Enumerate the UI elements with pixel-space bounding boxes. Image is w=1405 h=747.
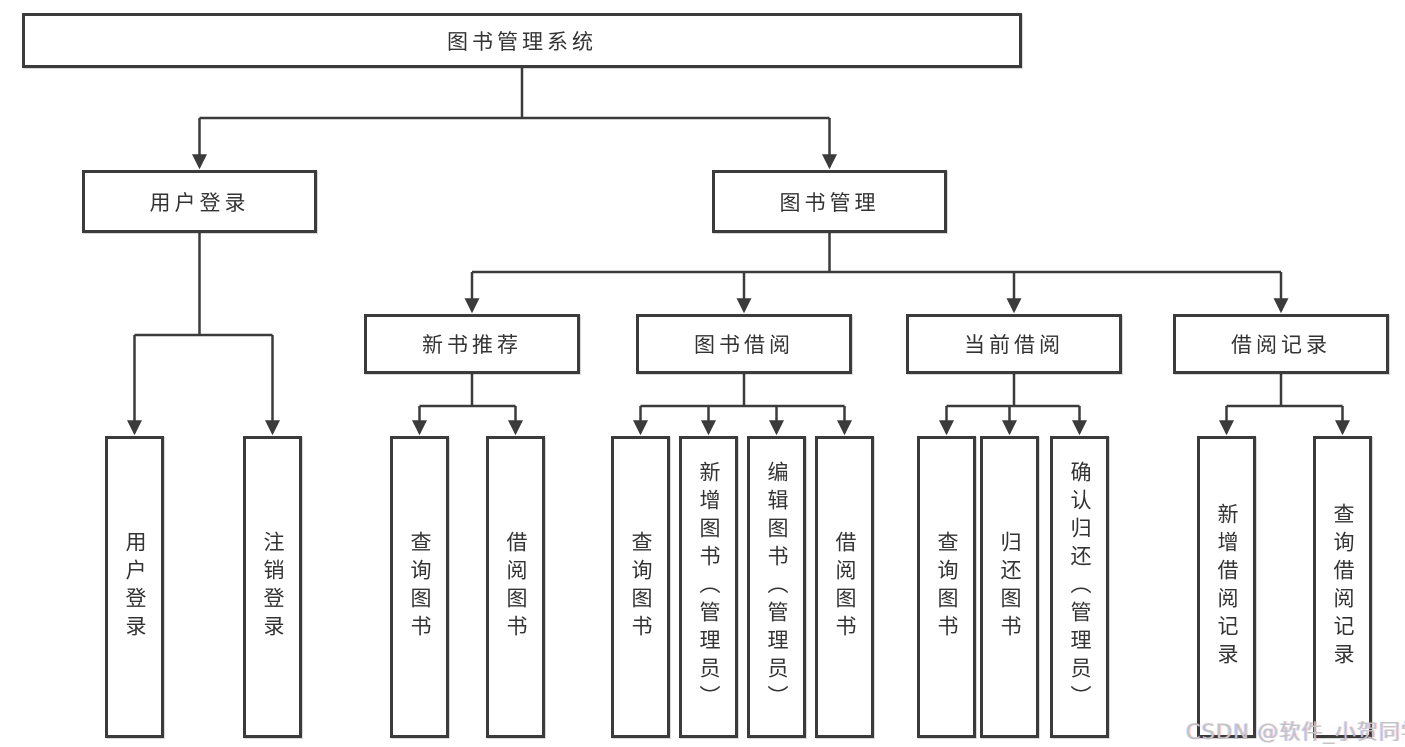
node-book-borrow-label: 图书借阅 <box>694 333 794 357</box>
rail-borrow-records <box>1226 374 1343 408</box>
leaf-user-login: 用户登录 <box>105 436 164 738</box>
rail-book-mgmt <box>472 233 1281 274</box>
rail-current-borrow <box>946 374 1080 408</box>
leaf-borrow-edit-books-admin: 编辑图书（管理员） <box>747 436 806 738</box>
node-root-label: 图书管理系统 <box>447 29 597 54</box>
node-borrow-records: 借阅记录 <box>1173 314 1389 374</box>
node-user-login-branch: 用户登录 <box>82 170 317 233</box>
leaf-borrow-borrow-books: 借阅图书 <box>815 436 874 738</box>
leaf-records-query-record: 查询借阅记录 <box>1313 436 1372 738</box>
node-book-mgmt-label: 图书管理 <box>779 190 880 215</box>
node-current-borrow: 当前借阅 <box>906 314 1122 374</box>
leaf-logout-login: 注销登录 <box>243 436 302 738</box>
rail-root <box>199 68 830 120</box>
leaf-borrow-query-books: 查询图书 <box>611 436 670 738</box>
rail-new-book-rec <box>419 374 516 408</box>
node-borrow-records-label: 借阅记录 <box>1231 333 1331 357</box>
node-root: 图书管理系统 <box>22 13 1022 68</box>
node-book-borrow: 图书借阅 <box>636 314 852 374</box>
node-new-book-rec-label: 新书推荐 <box>422 333 522 357</box>
leaf-borrow-add-books-admin: 新增图书（管理员） <box>679 436 738 738</box>
rail-book-borrow <box>640 374 845 408</box>
leaf-current-confirm-return-admin: 确认归还（管理员） <box>1050 436 1109 738</box>
watermark-text: CSDN @软件_小贺同学 <box>1186 720 1405 744</box>
leaf-current-query-books: 查询图书 <box>917 436 976 738</box>
node-new-book-rec: 新书推荐 <box>364 314 580 374</box>
rail-user-login <box>134 233 273 337</box>
leaf-current-return-books: 归还图书 <box>980 436 1039 738</box>
leaf-records-add-record: 新增借阅记录 <box>1197 436 1256 738</box>
node-current-borrow-label: 当前借阅 <box>964 333 1064 357</box>
leaf-newrec-borrow-books: 借阅图书 <box>486 436 545 738</box>
leaf-newrec-query-books: 查询图书 <box>390 436 449 738</box>
node-user-login-label: 用户登录 <box>149 190 250 215</box>
node-book-mgmt-branch: 图书管理 <box>712 170 947 233</box>
